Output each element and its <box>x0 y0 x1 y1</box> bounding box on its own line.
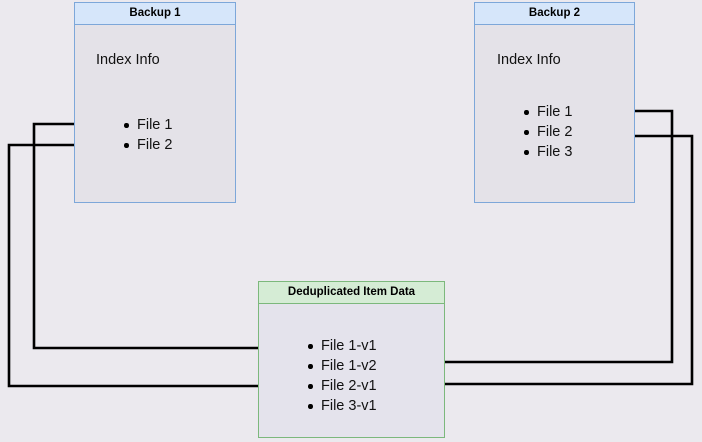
backup2-file-list: File 1 File 2 File 3 <box>523 102 572 162</box>
list-item[interactable]: File 3 <box>523 142 572 162</box>
backup2-body: Index Info File 1 File 2 File 3 <box>475 25 634 202</box>
backup1-body: Index Info File 1 File 2 <box>75 25 235 202</box>
list-item[interactable]: File 1 <box>123 115 172 135</box>
list-item[interactable]: File 2 <box>523 122 572 142</box>
backup1-index-info-label: Index Info <box>96 52 160 68</box>
dedup-file-list: File 1-v1 File 1-v2 File 2-v1 File 3-v1 <box>307 336 377 416</box>
list-item[interactable]: File 1 <box>523 102 572 122</box>
backup1-box[interactable]: Backup 1 Index Info File 1 File 2 <box>74 2 236 203</box>
list-item[interactable]: File 1-v2 <box>307 356 377 376</box>
list-item[interactable]: File 3-v1 <box>307 396 377 416</box>
deduplicated-item-data-box[interactable]: Deduplicated Item Data File 1-v1 File 1-… <box>258 281 445 438</box>
dedup-title: Deduplicated Item Data <box>259 282 444 304</box>
list-item[interactable]: File 1-v1 <box>307 336 377 356</box>
backup2-title: Backup 2 <box>475 3 634 25</box>
backup2-box[interactable]: Backup 2 Index Info File 1 File 2 File 3 <box>474 2 635 203</box>
backup2-index-info-label: Index Info <box>497 52 561 68</box>
list-item[interactable]: File 2 <box>123 135 172 155</box>
backup1-title: Backup 1 <box>75 3 235 25</box>
list-item[interactable]: File 2-v1 <box>307 376 377 396</box>
backup1-file-list: File 1 File 2 <box>123 115 172 155</box>
dedup-body: File 1-v1 File 1-v2 File 2-v1 File 3-v1 <box>259 304 444 437</box>
